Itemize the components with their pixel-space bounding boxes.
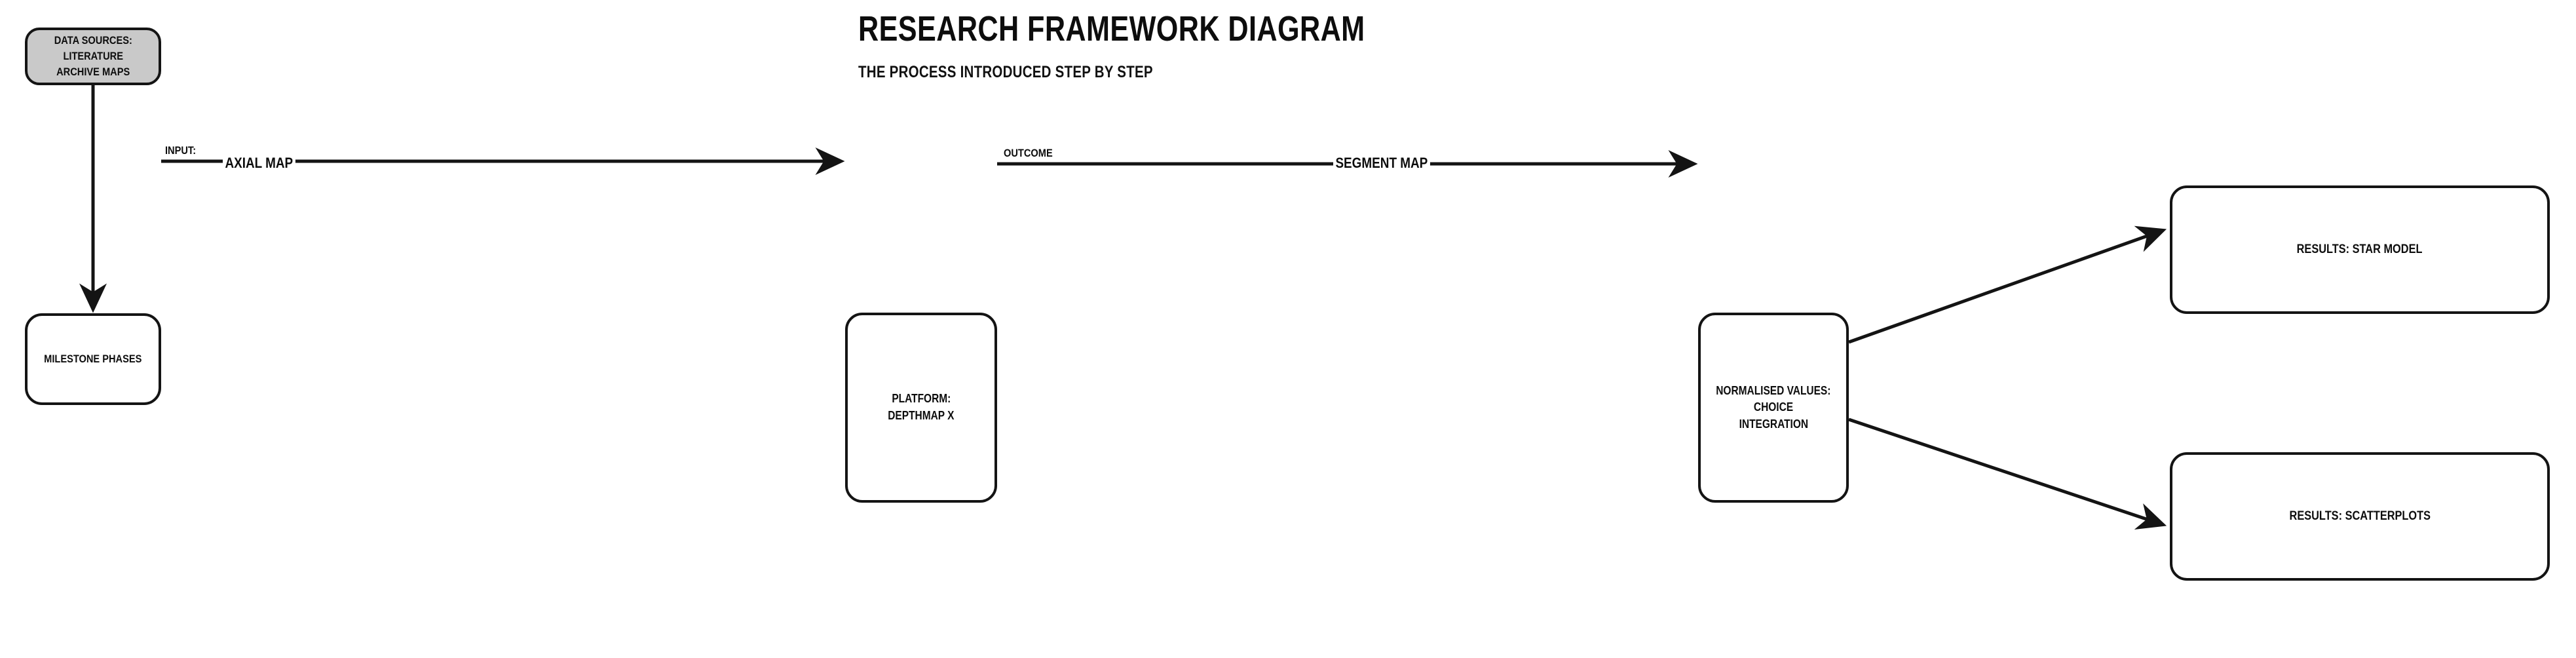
node-data-sources[interactable]: DATA SOURCES: LITERATURE ARCHIVE MAPS [25,28,161,85]
node-milestone-phases[interactable]: MILESTONE PHASES [25,313,161,405]
edge-label-outcome: OUTCOME [1004,147,1053,159]
node-normalised-line-3: INTEGRATION [1739,417,1808,431]
page-title: RESEARCH FRAMEWORK DIAGRAM [858,9,1365,48]
node-results-star-model-label: RESULTS: STAR MODEL [2297,242,2423,256]
node-data-sources-line-3: ARCHIVE MAPS [56,66,130,79]
node-data-sources-line-2: LITERATURE [63,49,123,62]
node-results-scatterplots-label: RESULTS: SCATTERPLOTS [2289,509,2431,523]
node-results-scatterplots[interactable]: RESULTS: SCATTERPLOTS [2170,452,2550,581]
node-results-star-model[interactable]: RESULTS: STAR MODEL [2170,185,2550,314]
node-milestone-phases-label: MILESTONE PHASES [44,352,142,365]
node-platform-line-1: PLATFORM: [891,392,951,406]
edge-normalised-to-scatter [1848,417,2167,530]
node-platform-depthmap[interactable]: PLATFORM: DEPTHMAP X [845,313,997,503]
page-subtitle: THE PROCESS INTRODUCED STEP BY STEP [858,63,1153,81]
node-normalised-line-1: NORMALISED VALUES: [1716,383,1831,397]
node-normalised-values[interactable]: NORMALISED VALUES: CHOICE INTEGRATION [1698,313,1849,503]
node-data-sources-line-1: DATA SOURCES: [54,33,132,47]
edge-label-input: INPUT: [165,144,197,157]
node-platform-line-2: DEPTHMAP X [888,409,955,422]
node-normalised-line-2: CHOICE [1753,400,1794,414]
edge-normalised-to-star [1848,225,2167,344]
edge-label-segment-map: SEGMENT MAP [1333,155,1430,172]
edge-label-axial-map: AXIAL MAP [223,155,295,172]
